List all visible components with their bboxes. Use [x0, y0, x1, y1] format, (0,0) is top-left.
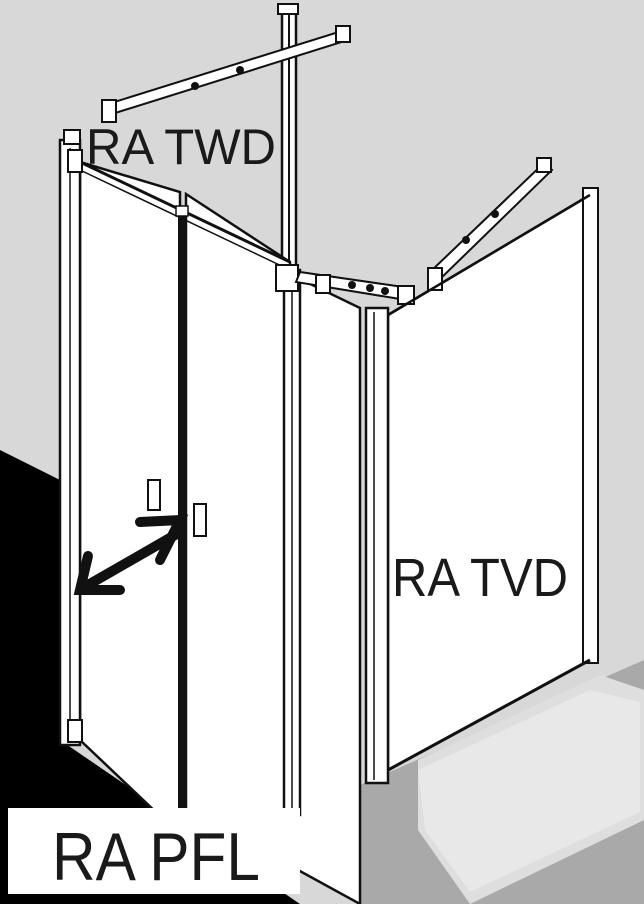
door-left-panel: [78, 160, 182, 838]
corner-glass: [296, 276, 362, 904]
door-center-split-top: [175, 205, 189, 217]
right-post-top-clamp: [275, 264, 299, 292]
side-top-rail: [387, 193, 591, 317]
stabilizer-bar-end: [335, 25, 351, 43]
corner-bolt-2: [366, 284, 374, 292]
black-floor-region: [0, 450, 300, 904]
corner-bolt-3: [381, 287, 389, 295]
side-bolt-1: [462, 236, 470, 244]
post-top-cap: [277, 3, 299, 15]
arrow-icon: [73, 514, 189, 595]
side-panel-bottom-edge: [387, 658, 591, 772]
stabilizer-bolt-1: [191, 82, 199, 90]
label-top-left: RA TWD: [86, 119, 276, 175]
corner-bolt-1: [348, 281, 356, 289]
handle-icon: [147, 479, 161, 511]
corner-clamp-1: [315, 274, 331, 294]
side-stabilizer-end: [536, 157, 552, 173]
left-hinge-top: [67, 149, 83, 173]
side-panel-post: [582, 187, 599, 664]
handle-icon: [193, 503, 207, 537]
left-post-cap: [63, 129, 81, 145]
tray-inner: [418, 690, 640, 892]
label-bottom-box: RA PFL: [52, 819, 260, 895]
left-hinge-bottom: [67, 719, 83, 743]
side-bolt-2: [491, 210, 499, 218]
label-side-panel: RA TVD: [392, 548, 568, 608]
label-box: [8, 808, 300, 894]
side-front-post: [364, 306, 390, 785]
stabilizer-bar-clamp: [101, 99, 117, 123]
stabilizer-bolt-2: [236, 66, 244, 74]
